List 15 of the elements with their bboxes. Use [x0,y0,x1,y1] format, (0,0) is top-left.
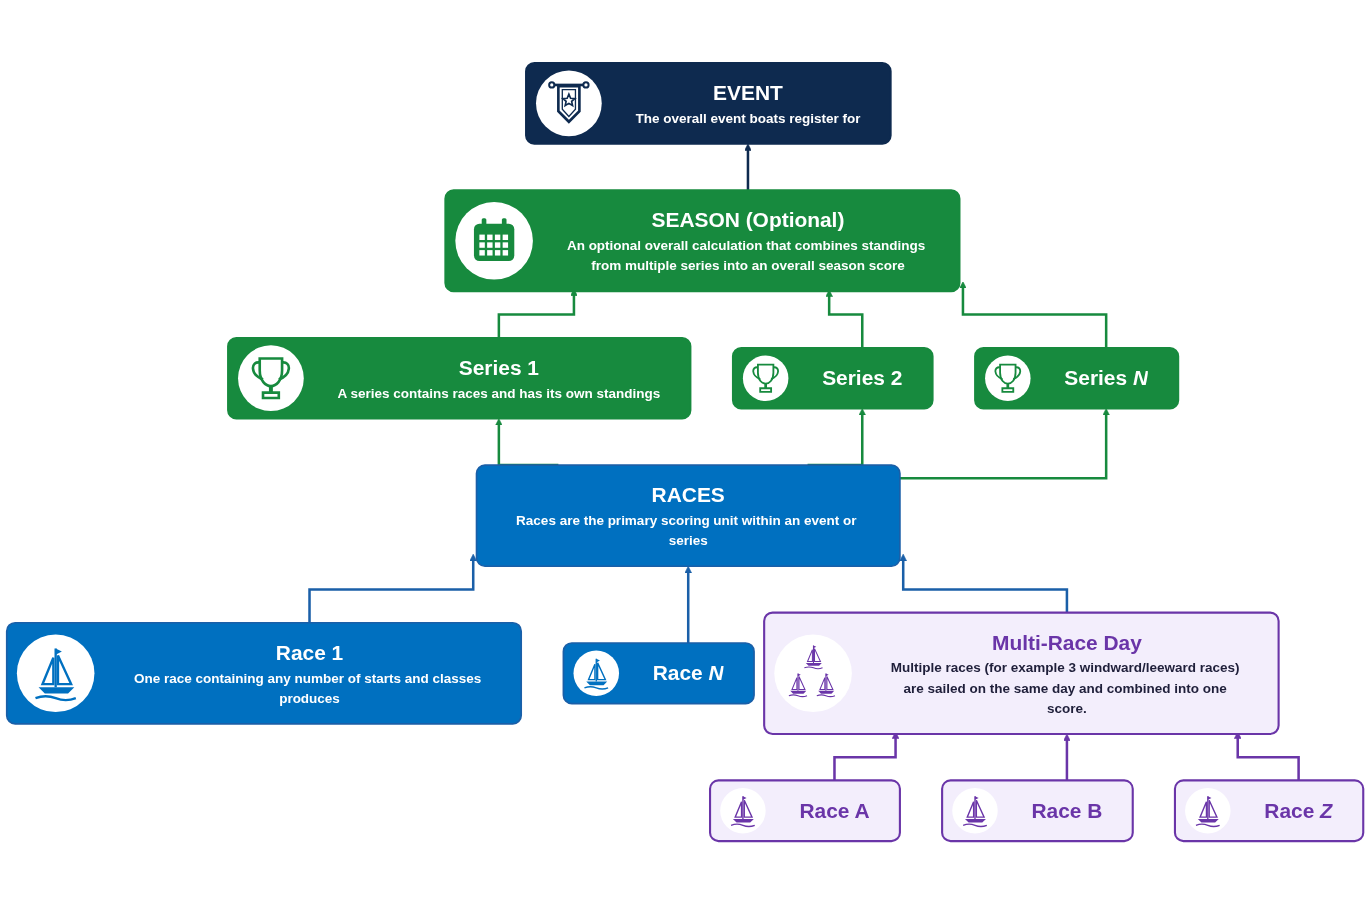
node-box: Series N [974,347,1180,410]
node-box: Race B [941,779,1134,843]
node-box: Series 1 A series contains races and has its own standings [227,336,692,420]
node-box: Series 2 [731,347,934,410]
node-box: Race Z [1173,779,1365,843]
arrow [744,143,752,192]
arrow [308,553,477,624]
arrow [899,408,1110,480]
node-box: Race A [709,779,901,843]
node-box: Race N [562,642,755,705]
node-box: Race 1 One race containing any number of starts and classes produces [5,621,523,725]
node-box: EVENT The overall event boats register for [525,62,892,145]
node-box: Multi-Race Day Multiple races (for example 3 windward/leeward races) are sailed on the same day and combined into one score. [763,611,1280,736]
node-box: SEASON (Optional) An optional overall calculation that combines standings from multiple series into an overall season score [444,189,961,293]
node-box: RACES Races are the primary scoring unit within an event or series [475,464,901,568]
